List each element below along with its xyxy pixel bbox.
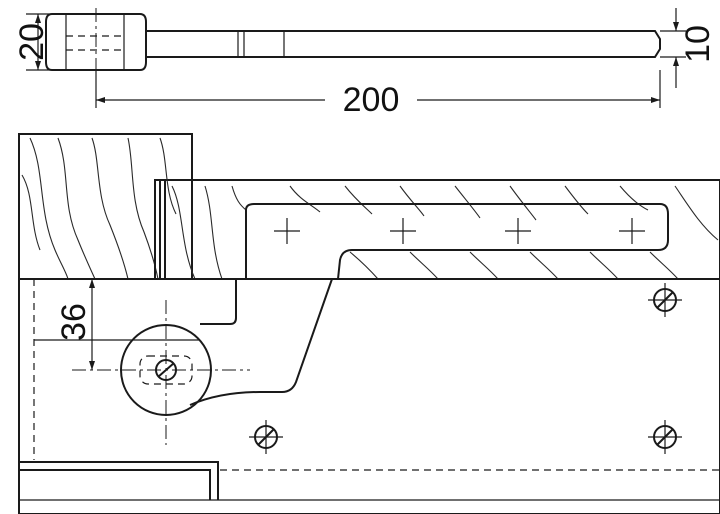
section-view: 36	[18, 133, 720, 514]
screw-markers-door	[274, 218, 645, 244]
dimension-length: 200	[95, 70, 661, 119]
dimension-label-height-small: 10	[679, 25, 717, 63]
wood-frame-block	[18, 133, 193, 280]
dimension-label-pivot-offset: 36	[55, 303, 93, 341]
screw-plate-bottom-right	[648, 420, 682, 454]
frame-strip	[154, 179, 166, 280]
dimension-height-small: 10	[660, 8, 717, 88]
wood-grain	[21, 137, 719, 280]
dimension-pivot-offset: 36	[34, 278, 100, 370]
dimension-height-large: 20	[13, 13, 51, 71]
dimension-label-height-large: 20	[13, 23, 51, 61]
screw-plate-top-right	[648, 283, 682, 317]
mounting-plate	[18, 278, 720, 514]
dimension-label-length: 200	[343, 81, 400, 119]
hinge-body	[200, 279, 237, 325]
wood-door-panel	[159, 179, 720, 280]
hinge-arm-inset	[245, 203, 669, 280]
hinge-arm	[145, 30, 661, 58]
hinge-head	[45, 13, 147, 71]
bottom-rail	[19, 461, 219, 500]
hinge-arm-top-view	[45, 8, 661, 80]
screw-plate-bottom-left	[249, 420, 283, 454]
